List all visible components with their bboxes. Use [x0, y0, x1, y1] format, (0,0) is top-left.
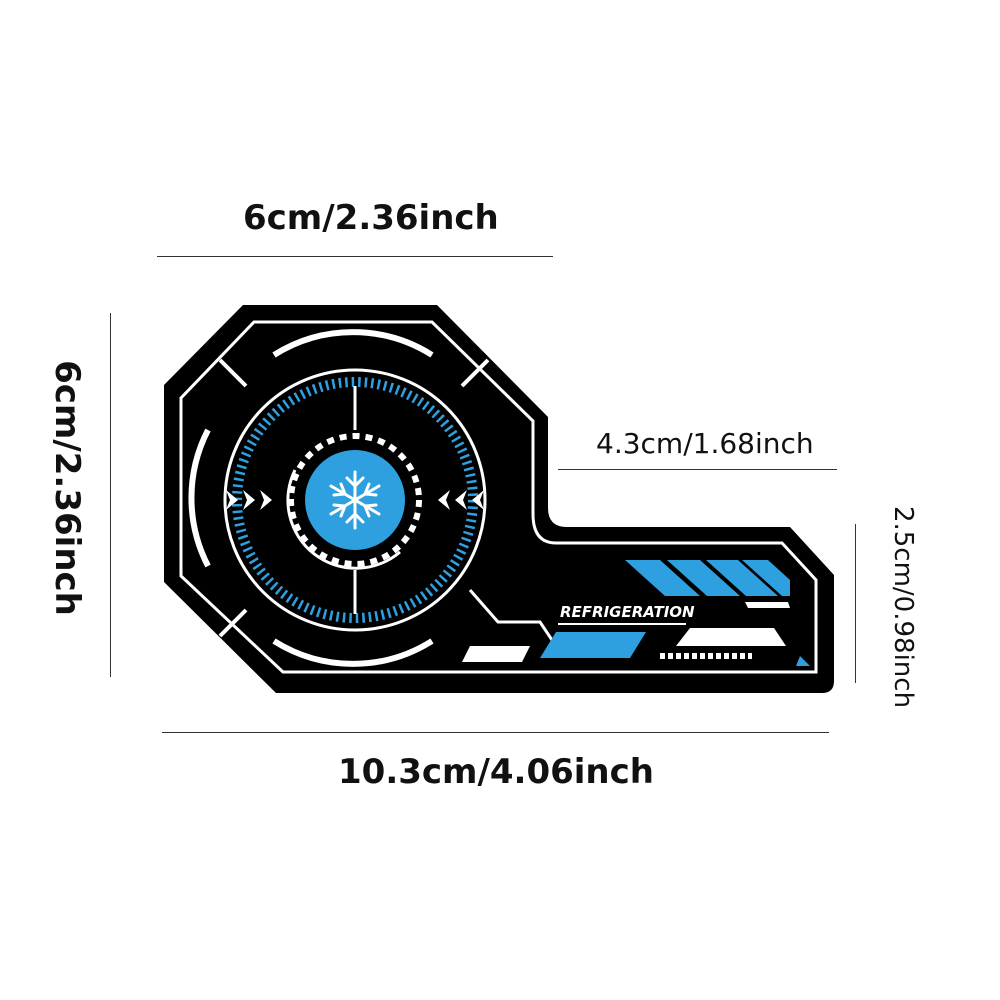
top-width-label: 6cm/2.36inch: [243, 198, 499, 238]
corner-tick-tr: [460, 358, 490, 388]
tab-height-line: [855, 524, 856, 683]
blue-stripes: [625, 560, 790, 596]
outer-ring: [188, 329, 434, 667]
white-stripe-upper: [745, 602, 790, 608]
total-width-line: [162, 732, 829, 733]
inner-solid-arc: [286, 469, 401, 570]
circuit-line: [468, 589, 554, 641]
total-width-label: 10.3cm/4.06inch: [338, 752, 654, 792]
corner-triangle: [796, 656, 810, 666]
body-inner-outline: [179, 320, 818, 674]
tab-width-label: 4.3cm/1.68inch: [596, 427, 814, 460]
blue-box-lower: [540, 632, 646, 658]
refrigeration-label: REFRIGERATION: [560, 603, 695, 621]
left-height-line: [110, 313, 111, 677]
dashed-inner-ring: [288, 433, 422, 567]
snowflake-icon: [329, 470, 381, 530]
tab-width-line: [558, 469, 837, 470]
corner-tick-bl: [218, 608, 248, 638]
corner-tick-tl: [218, 358, 248, 388]
left-arrows-icon: [226, 490, 272, 510]
white-bar-right: [676, 628, 786, 646]
dial-ring: [223, 368, 487, 632]
top-width-line: [157, 256, 553, 257]
white-bar-lower: [462, 646, 530, 662]
right-arrows-icon: [438, 490, 484, 510]
